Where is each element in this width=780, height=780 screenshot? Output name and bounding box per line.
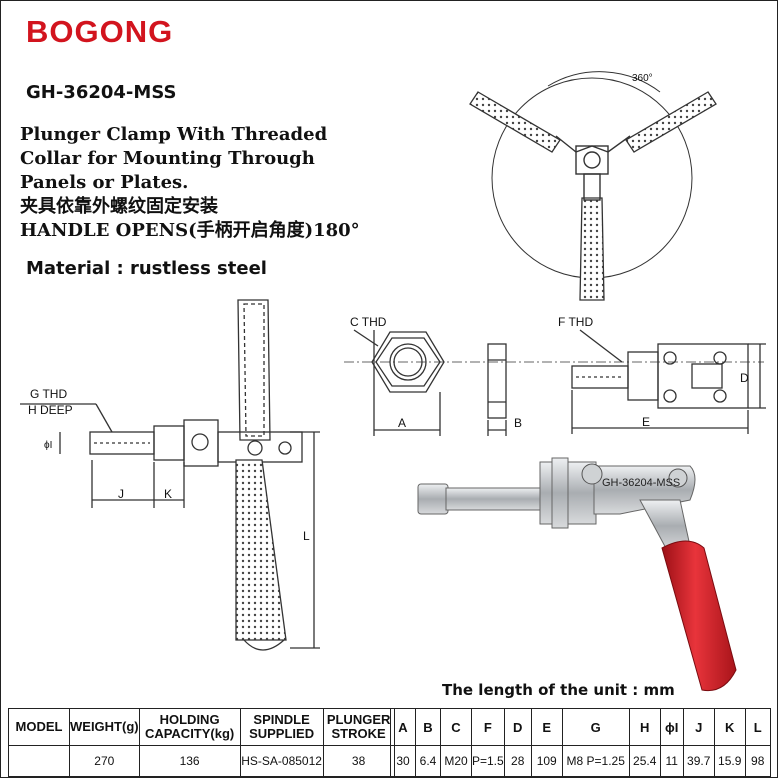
table-cell: M20 bbox=[440, 745, 472, 777]
rotation-view: 360° bbox=[469, 71, 717, 301]
photo-marking: GH-36204-MSS bbox=[602, 477, 680, 489]
table-cell: 136 bbox=[138, 745, 241, 777]
table-header: F bbox=[471, 708, 505, 746]
description-line: 夹具依靠外螺纹固定安装 bbox=[20, 196, 218, 217]
table-cell: 270 bbox=[69, 745, 140, 777]
side-view bbox=[20, 299, 320, 651]
table-cell: HS-SA-085012 bbox=[239, 745, 324, 777]
table-header: B bbox=[415, 708, 441, 746]
description-line: Collar for Mounting Through bbox=[20, 148, 315, 169]
table-row: 270 136 HS-SA-085012 38 bbox=[8, 745, 395, 777]
g-thd-label: G THD bbox=[30, 387, 67, 401]
table-cell bbox=[8, 745, 70, 777]
table-cell: 25.4 bbox=[628, 745, 661, 777]
l-label: L bbox=[303, 529, 310, 543]
h-deep-label: H DEEP bbox=[28, 403, 73, 417]
spec-table-general: MODEL WEIGHT(g) HOLDING CAPACITY(kg) SPI… bbox=[8, 708, 395, 777]
table-header-row: A B C F D E G H ϕI J K L bbox=[390, 708, 771, 746]
table-header: L bbox=[744, 708, 771, 746]
table-header: K bbox=[713, 708, 746, 746]
table-header: H bbox=[628, 708, 661, 746]
table-header: A bbox=[390, 708, 416, 746]
angle-label: 360° bbox=[632, 73, 653, 84]
table-header: C bbox=[440, 708, 472, 746]
f-thd-label: F THD bbox=[558, 315, 593, 329]
table-header: PLUNGER STROKE bbox=[322, 708, 395, 746]
top-view bbox=[571, 329, 766, 434]
table-header: J bbox=[682, 708, 715, 746]
table-header: WEIGHT(g) bbox=[69, 708, 140, 746]
description-line: Plunger Clamp With Threaded bbox=[20, 124, 328, 145]
material-spec: Material : rustless steel bbox=[26, 258, 267, 279]
table-cell: M8 P=1.25 bbox=[561, 745, 630, 777]
description-line: HANDLE OPENS(手柄开启角度)180° bbox=[20, 220, 360, 241]
product-photo: GH-36204-MSS bbox=[417, 457, 737, 692]
c-thd-label: C THD bbox=[350, 315, 387, 329]
d-label: D bbox=[740, 371, 749, 385]
product-description: Plunger Clamp With Threaded Collar for M… bbox=[20, 123, 360, 243]
units-note: The length of the unit : mm bbox=[442, 681, 675, 699]
table-header-row: MODEL WEIGHT(g) HOLDING CAPACITY(kg) SPI… bbox=[8, 708, 395, 746]
model-code: GH-36204-MSS bbox=[26, 82, 177, 103]
table-cell: 98 bbox=[744, 745, 771, 777]
table-cell: 109 bbox=[530, 745, 563, 777]
nut-views bbox=[344, 329, 764, 436]
b-label: B bbox=[514, 416, 522, 430]
table-header: D bbox=[503, 708, 532, 746]
table-cell: 11 bbox=[659, 745, 684, 777]
technical-drawing: 360° bbox=[20, 71, 766, 692]
phi-i-label: ϕI bbox=[44, 440, 52, 451]
table-cell: 39.7 bbox=[682, 745, 715, 777]
table-header: SPINDLE SUPPLIED bbox=[239, 708, 324, 746]
description-line: Panels or Plates. bbox=[20, 172, 189, 193]
a-label: A bbox=[398, 416, 406, 430]
j-label: J bbox=[118, 487, 124, 501]
brand-logo-text: BOGONG bbox=[26, 14, 174, 49]
table-row: 30 6.4 M20 P=1.5 28 109 M8 P=1.25 25.4 1… bbox=[390, 745, 771, 777]
table-cell: 6.4 bbox=[415, 745, 441, 777]
table-cell: P=1.5 bbox=[471, 745, 505, 777]
table-header: E bbox=[530, 708, 563, 746]
e-label: E bbox=[642, 415, 650, 429]
table-cell: 15.9 bbox=[713, 745, 746, 777]
table-header: ϕI bbox=[659, 708, 684, 746]
table-header: HOLDING CAPACITY(kg) bbox=[138, 708, 241, 746]
table-cell: 28 bbox=[503, 745, 532, 777]
table-header: G bbox=[561, 708, 630, 746]
spec-table-dimensions: A B C F D E G H ϕI J K L 30 6.4 M20 P=1.… bbox=[390, 708, 771, 777]
table-cell: 30 bbox=[390, 745, 416, 777]
k-label: K bbox=[164, 487, 172, 501]
table-header: MODEL bbox=[8, 708, 70, 746]
table-cell: 38 bbox=[322, 745, 395, 777]
